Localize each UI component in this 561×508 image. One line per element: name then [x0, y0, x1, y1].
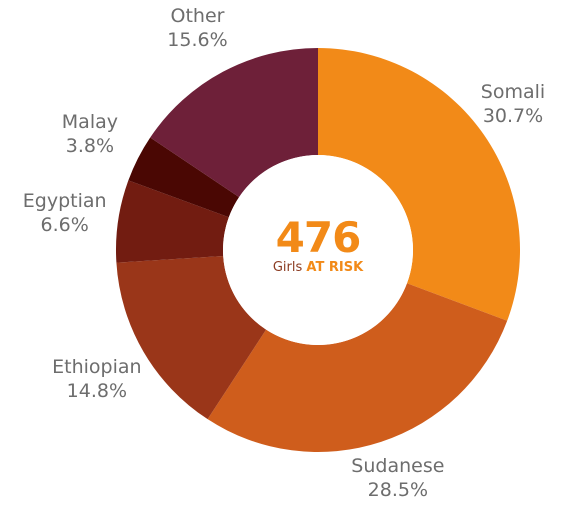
- slice-label-name: Egyptian: [22, 190, 107, 213]
- center-label: 476 Girls AT RISK: [273, 216, 363, 276]
- slice-sudanese: [207, 283, 508, 452]
- slice-malay: [128, 137, 240, 218]
- slice-label-name: Malay: [61, 110, 118, 133]
- donut-hole: [223, 155, 413, 345]
- slice-label-value: 30.7%: [482, 105, 544, 128]
- center-value: 476: [275, 213, 362, 262]
- slice-label-value: 28.5%: [367, 479, 429, 501]
- slice-label-name: Ethiopian: [52, 355, 142, 378]
- slice-label-value: 3.8%: [65, 134, 115, 157]
- slice-somali: [318, 48, 520, 321]
- slice-label-name: Sudanese: [351, 455, 445, 477]
- slice-label-value: 14.8%: [66, 379, 127, 402]
- center-caption-prefix: Girls: [272, 260, 303, 275]
- center-caption-strong: AT RISK: [306, 260, 364, 275]
- slice-label-value: 15.6%: [167, 29, 228, 51]
- slice-label-name: Somali: [480, 81, 546, 104]
- slice-ethiopian: [116, 255, 267, 420]
- slice-label-name: Other: [170, 5, 225, 27]
- center-caption: Girls AT RISK: [273, 260, 363, 276]
- slice-other: [150, 47, 318, 198]
- slice-egyptian: [116, 180, 229, 263]
- slice-label-value: 6.6%: [40, 214, 89, 237]
